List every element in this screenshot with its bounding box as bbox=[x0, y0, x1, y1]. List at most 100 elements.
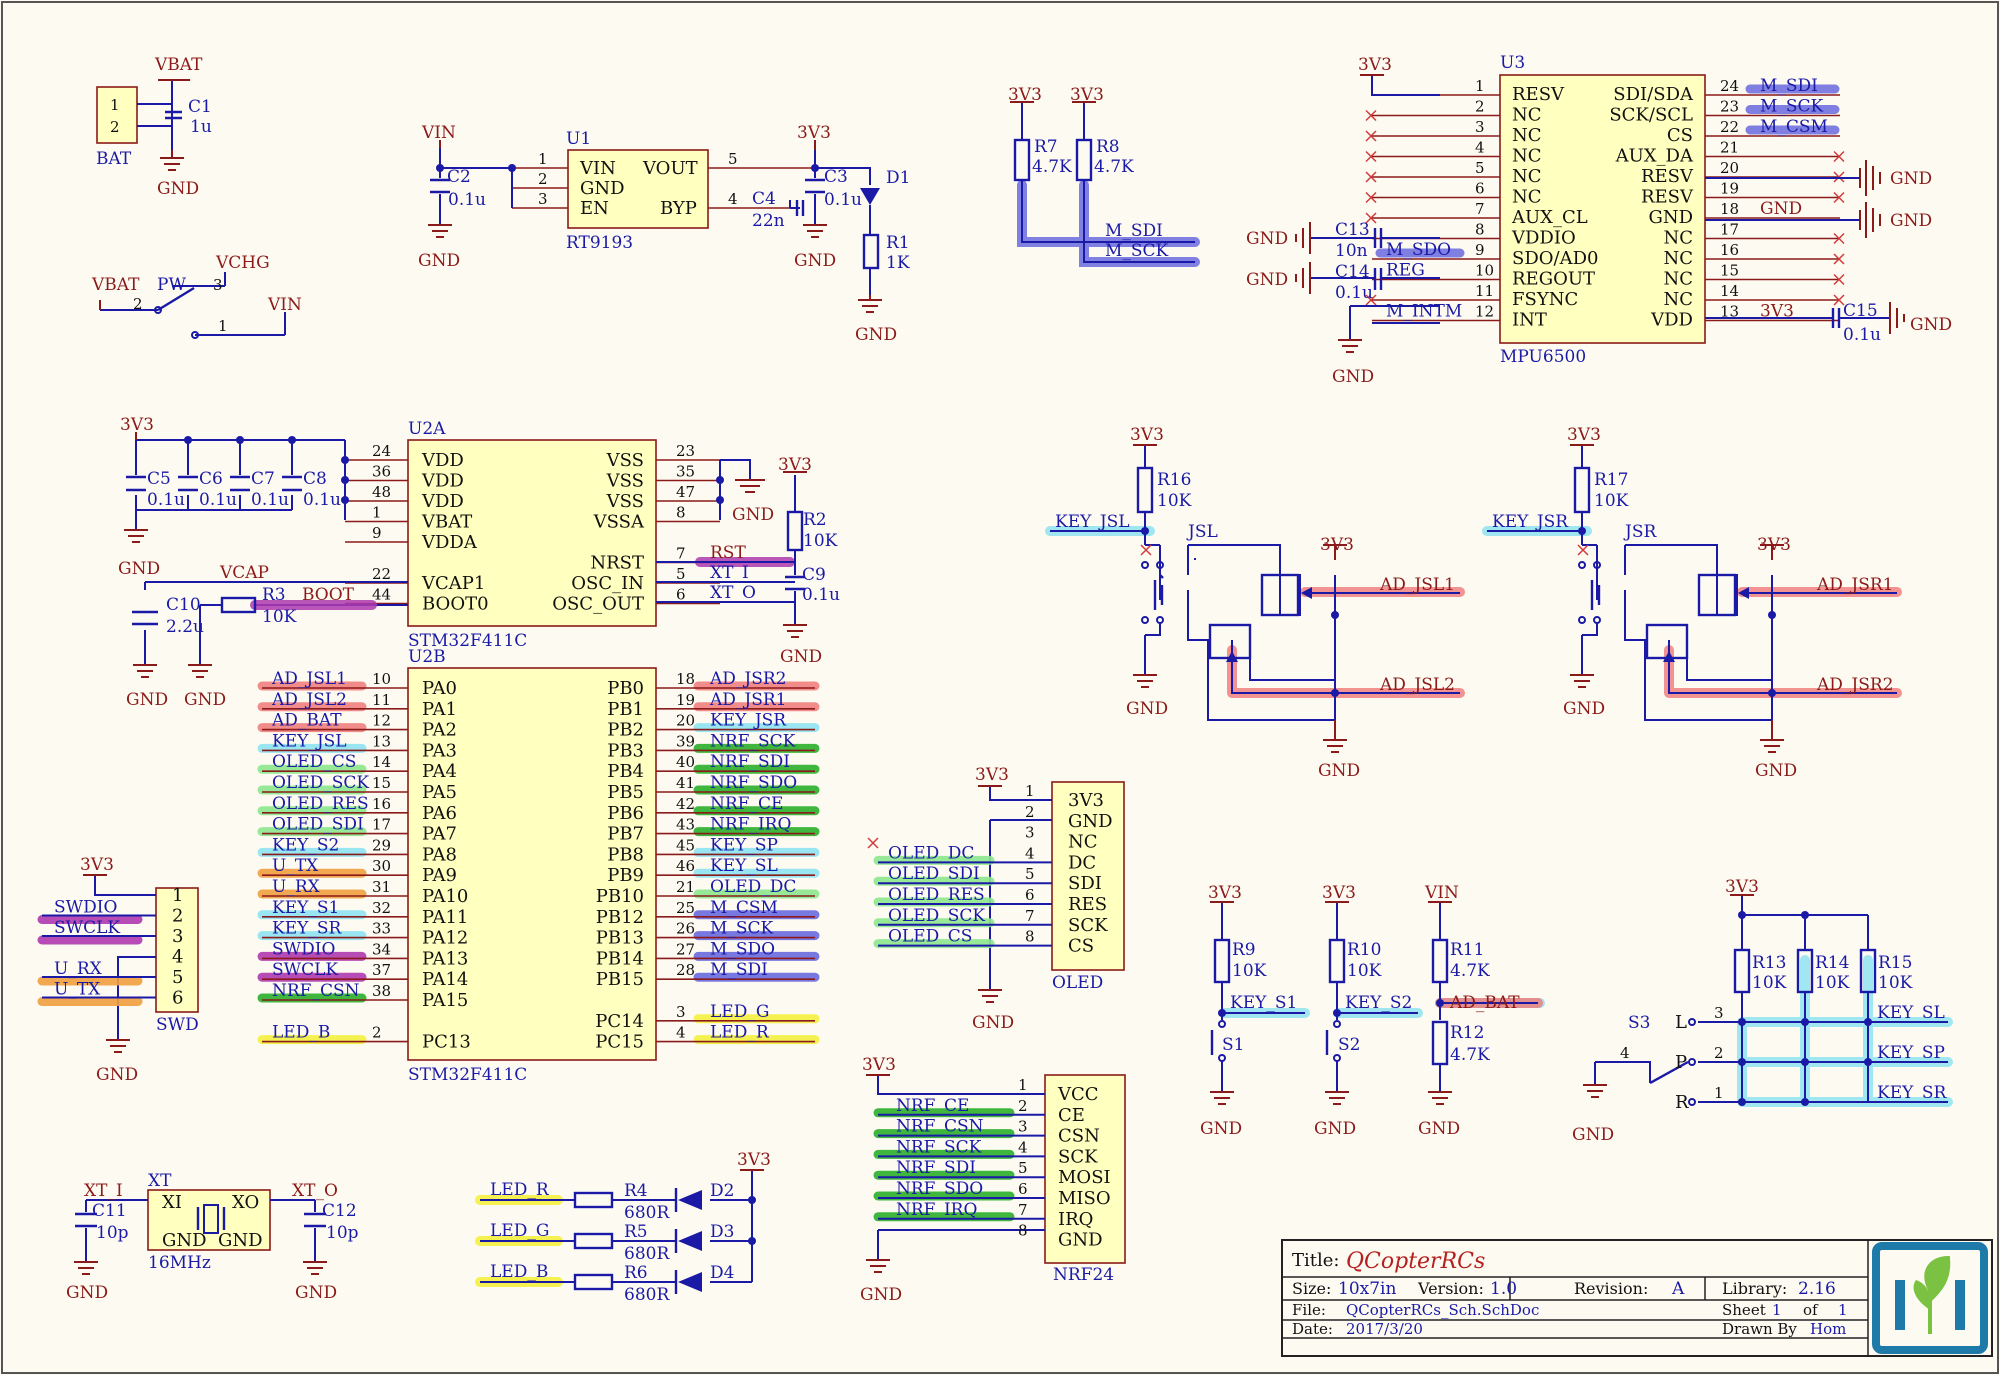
oled-pin-num: 4 bbox=[1025, 844, 1035, 862]
label-3v3-jsl: 3V3 bbox=[1320, 535, 1354, 555]
u3-net-label: M_CSM bbox=[1760, 117, 1828, 137]
label-xt-freq: 16MHz bbox=[148, 1253, 211, 1273]
net-vcap: VCAP bbox=[219, 563, 269, 583]
u3-pin-name: NC bbox=[1512, 125, 1542, 146]
u3-pin-num: 9 bbox=[1475, 241, 1485, 259]
oled-pin-num: 5 bbox=[1025, 865, 1035, 883]
label-r15v: 10K bbox=[1878, 973, 1913, 993]
u3-pin-name: GND bbox=[1648, 207, 1693, 228]
u3-pin-name: NC bbox=[1512, 105, 1542, 126]
label-s2: S2 bbox=[1338, 1035, 1360, 1055]
net-xt-o-xt: XT_O bbox=[292, 1181, 338, 1201]
u2b-pin-num: 19 bbox=[676, 691, 695, 709]
label-3v3-r7: 3V3 bbox=[1008, 85, 1042, 105]
u2b-pin-num: 30 bbox=[372, 857, 391, 875]
u2b-net-label: OLED_DC bbox=[710, 877, 796, 897]
u2b-net-label: M_CSM bbox=[710, 898, 778, 918]
u2a-pin-name: BOOT0 bbox=[422, 594, 489, 615]
label-c1v: 1u bbox=[190, 117, 212, 137]
label-r1: R1 bbox=[886, 233, 910, 253]
slide-switch-s3: 3V3 R13 10K R14 10K R15 10K S3 L P R 321… bbox=[1572, 877, 1953, 1145]
u2b-net-label: OLED_RES bbox=[272, 794, 369, 814]
net-led-r: LED_R bbox=[490, 1180, 550, 1200]
u2a-pin-num: 23 bbox=[676, 442, 695, 460]
label-3v3-nrf: 3V3 bbox=[862, 1055, 896, 1075]
svg-text:1: 1 bbox=[1714, 1084, 1724, 1102]
label-c12: C12 bbox=[322, 1201, 357, 1221]
u2b-pin-name: PA2 bbox=[422, 720, 457, 741]
u3-pin-name: NC bbox=[1512, 166, 1542, 187]
oled-pin-name: GND bbox=[1068, 811, 1113, 832]
oled-pin-num: 2 bbox=[1025, 803, 1035, 821]
i2c-pullups: 3V3 3V3 R7 4.7K R8 4.7K M_SDI M_SCK bbox=[1008, 85, 1200, 267]
revision-label: Revision: bbox=[1574, 1279, 1648, 1298]
label-gnd-s2: GND bbox=[1314, 1119, 1356, 1139]
label-pw: PW bbox=[157, 275, 186, 295]
u2a-pin-num: 22 bbox=[372, 565, 391, 583]
label-r17: R17 bbox=[1594, 470, 1628, 490]
u2b-pin-name: PC14 bbox=[595, 1011, 644, 1032]
u2a-pin-name: VSS bbox=[606, 491, 644, 512]
net-ad-jsr1: AD_JSR1 bbox=[1816, 575, 1893, 595]
swd-pin-num: 4 bbox=[172, 947, 183, 968]
nrf-net-label: NRF_IRQ bbox=[896, 1200, 977, 1220]
label-c2v: 0.1u bbox=[448, 190, 486, 210]
label-vbat-2: VBAT bbox=[91, 275, 140, 295]
label-c13v: 10n bbox=[1335, 241, 1368, 261]
u2a-pin-num: 24 bbox=[372, 442, 391, 460]
label-c13: C13 bbox=[1335, 220, 1370, 240]
nrf-pin-name: MISO bbox=[1058, 1188, 1111, 1209]
pin-en: EN bbox=[580, 198, 609, 219]
size-value: 10x7in bbox=[1338, 1279, 1396, 1299]
buttons-s1-s2: 3V3 3V3 VIN R9 10K R10 10K R11 4.7K R12 … bbox=[1200, 883, 1545, 1139]
label-3v3-r9: 3V3 bbox=[1208, 883, 1242, 903]
u3-pin-name: VDD bbox=[1650, 310, 1693, 331]
u2b-pin-name: PB0 bbox=[607, 678, 644, 699]
svg-text:2: 2 bbox=[133, 295, 143, 313]
label-gnd-d1: GND bbox=[855, 325, 897, 345]
u3-net-label: M_INTM bbox=[1386, 302, 1462, 322]
u3-pin-name: SCK/SCL bbox=[1609, 105, 1693, 126]
u2b-pin-num: 15 bbox=[372, 774, 391, 792]
label-c3: C3 bbox=[824, 167, 848, 187]
label-gnd-c14: GND bbox=[1246, 270, 1288, 290]
u3-pin-num: 18 bbox=[1720, 200, 1739, 218]
u3-pin-num: 7 bbox=[1475, 200, 1485, 218]
label-r13v: 10K bbox=[1752, 973, 1787, 993]
net-ad-bat: AD_BAT bbox=[1449, 993, 1520, 1013]
u2b-pin-num: 37 bbox=[372, 961, 391, 979]
label-3v3-u1: 3V3 bbox=[797, 123, 831, 143]
label-gnd-c12: GND bbox=[295, 1283, 337, 1303]
u2b-net-label: AD_JSR1 bbox=[709, 690, 786, 710]
u2b-net-label: LED_B bbox=[272, 1023, 330, 1043]
svg-text:4: 4 bbox=[728, 190, 738, 208]
u3-pin-num: 19 bbox=[1720, 180, 1739, 198]
u2b-pin-num: 39 bbox=[676, 732, 695, 750]
joystick-left: 3V3 R16 10K KEY_JSL JSL 3V3 AD_JSL1 AD_J… bbox=[1045, 425, 1465, 781]
u2a-pin-num: 5 bbox=[676, 565, 686, 583]
u3-pin-name: RESV bbox=[1512, 84, 1565, 105]
label-3v3-oled: 3V3 bbox=[975, 765, 1009, 785]
u2b-pin-name: PA8 bbox=[422, 844, 457, 865]
label-gnd-r12: GND bbox=[1418, 1119, 1460, 1139]
swd-pin-num: 1 bbox=[172, 885, 183, 906]
label-r5: R5 bbox=[624, 1222, 648, 1242]
label-3v3-swd: 3V3 bbox=[80, 855, 114, 875]
u2a-pin-num: 6 bbox=[676, 586, 686, 604]
nrf-net-label: NRF_SDI bbox=[896, 1158, 976, 1178]
u2b-net-label: SWCLK bbox=[272, 960, 338, 980]
u2b-pin-name: PB3 bbox=[607, 740, 644, 761]
u2a-pin-name: VDD bbox=[421, 491, 464, 512]
u2b-pin-name: PB15 bbox=[596, 969, 644, 990]
u2b-pin-num: 42 bbox=[676, 795, 695, 813]
u3-pin-name: NC bbox=[1663, 269, 1693, 290]
label-xt-xo: XO bbox=[232, 1192, 259, 1213]
oled-pin-name: NC bbox=[1068, 832, 1098, 853]
label-c8v: 0.1u bbox=[303, 490, 341, 510]
u3-net-label: REG bbox=[1386, 261, 1425, 281]
joystick-right: 3V3 R17 10K KEY_JSR JSR 3V3 AD_JSR1 AD_J… bbox=[1482, 425, 1902, 781]
u2b-net-label: OLED_SCK bbox=[272, 773, 369, 793]
net-ad-jsr2: AD_JSR2 bbox=[1816, 675, 1893, 695]
